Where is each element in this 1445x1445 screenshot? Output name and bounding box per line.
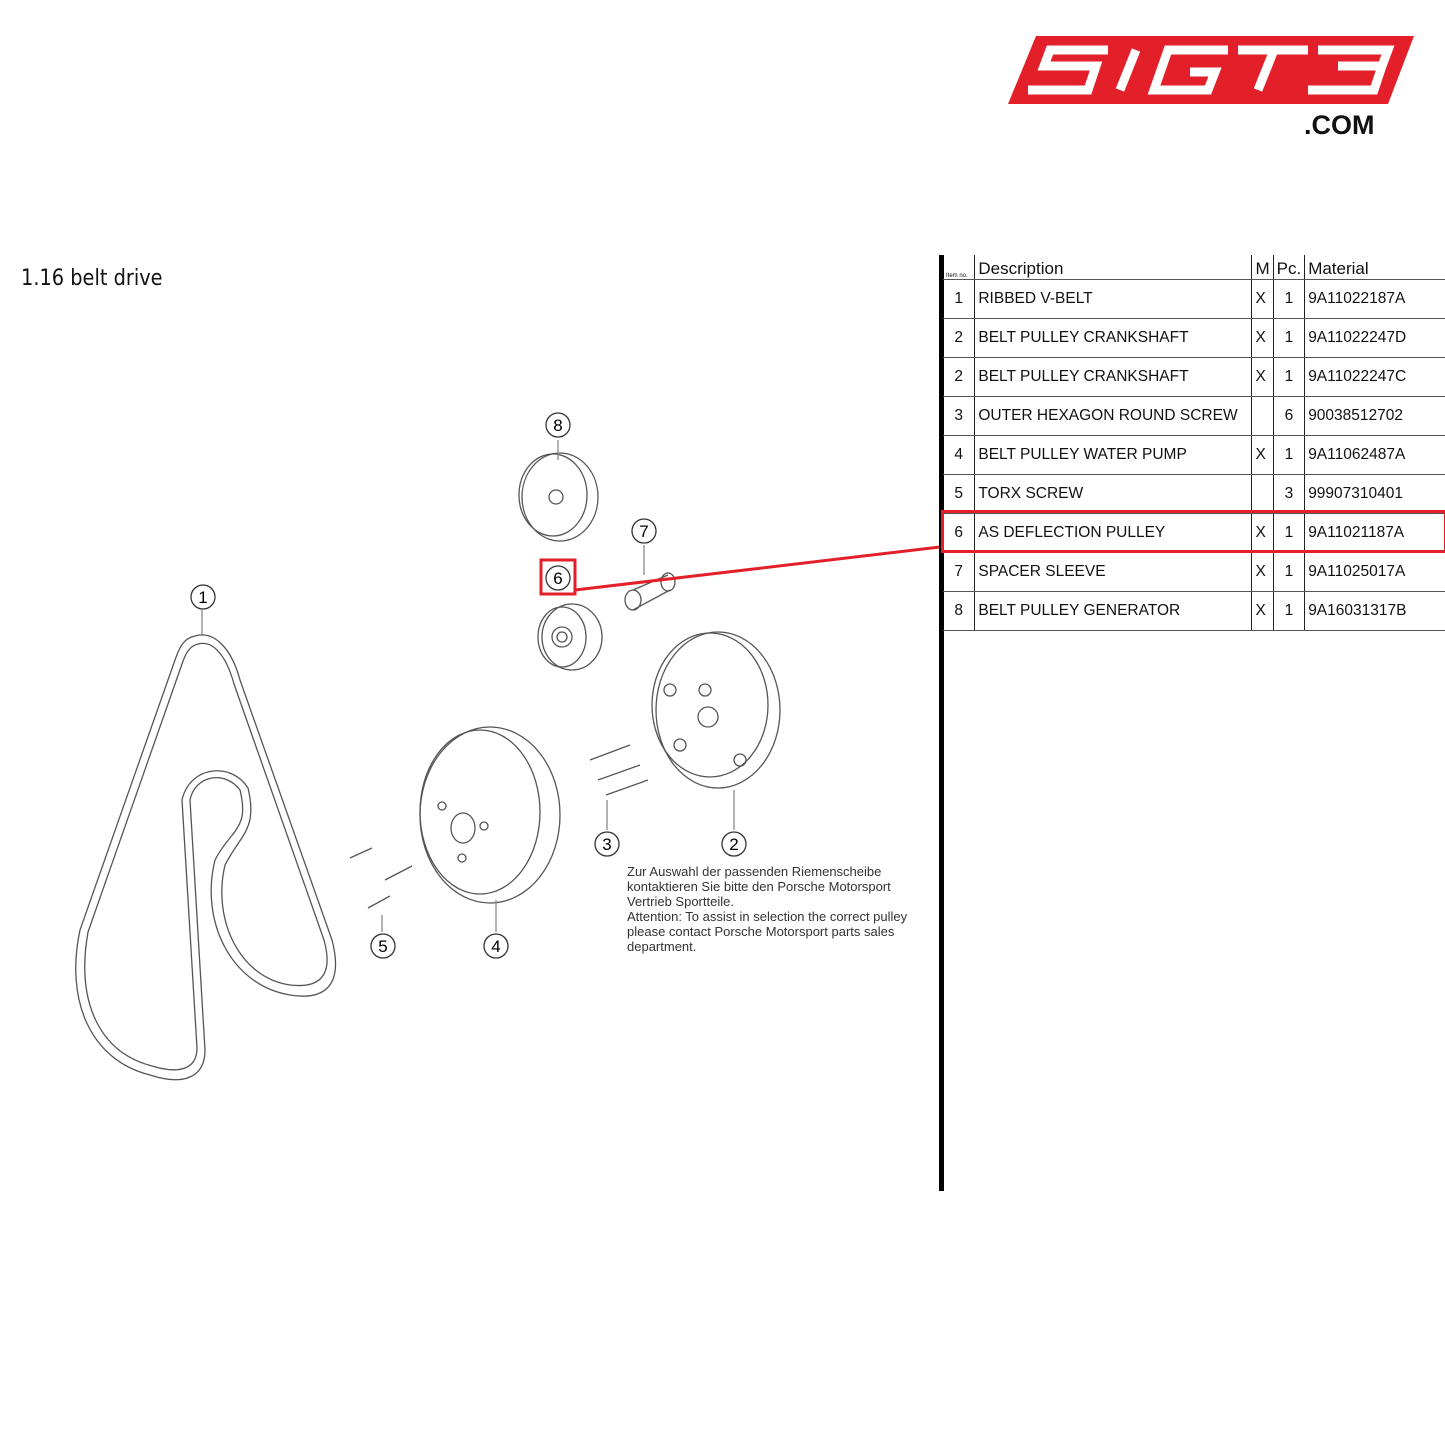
ribbed-belt-drawing (75, 634, 337, 1081)
cell-description: RIBBED V-BELT (974, 279, 1252, 319)
header-material: Material (1304, 255, 1445, 280)
cell-material-number: 9A11062487A (1304, 435, 1445, 475)
callout-4: 4 (491, 937, 500, 956)
cell-quantity: 1 (1272, 435, 1305, 475)
belt-drive-diagram: 1 2 3 4 5 6 7 8 (75, 412, 940, 1081)
cell-material-number: 9A11021187A (1304, 513, 1445, 553)
logo-domain-suffix: .COM (1304, 110, 1375, 140)
cell-m-flag: X (1251, 279, 1274, 319)
section-title: 1.16 belt drive (21, 266, 163, 291)
cell-m-flag: X (1251, 435, 1274, 475)
cell-description: OUTER HEXAGON ROUND SCREW (974, 396, 1252, 436)
cell-m-flag: X (1251, 357, 1274, 397)
cell-quantity: 1 (1272, 591, 1305, 631)
cell-item-no: 1 (943, 279, 975, 319)
cell-description: BELT PULLEY GENERATOR (974, 591, 1252, 631)
highlighted-row-box (941, 510, 1445, 553)
cell-m-flag (1251, 396, 1274, 436)
cell-m-flag: X (1251, 552, 1274, 592)
pulley-selection-note: Zur Auswahl der passenden Riemenscheibe … (627, 864, 907, 954)
cell-quantity: 1 (1272, 552, 1305, 592)
cell-description: TORX SCREW (974, 474, 1252, 514)
cell-item-no: 2 (943, 357, 975, 397)
crankshaft-pulley-drawing (651, 631, 781, 789)
cell-m-flag: X (1251, 318, 1274, 358)
cell-item-no: 7 (943, 552, 975, 592)
water-pump-pulley-drawing (419, 726, 561, 904)
note-line: department. (627, 939, 697, 954)
header-item-no: Item no. (943, 255, 975, 280)
cell-quantity: 3 (1272, 474, 1305, 514)
cell-quantity: 1 (1272, 513, 1305, 553)
callouts (190, 412, 747, 959)
cell-quantity: 6 (1272, 396, 1305, 436)
cell-description: BELT PULLEY CRANKSHAFT (974, 318, 1252, 358)
cell-description: AS DEFLECTION PULLEY (974, 513, 1252, 553)
cell-material-number: 9A16031317B (1304, 591, 1445, 631)
callout-2: 2 (729, 835, 738, 854)
note-line: Attention: To assist in selection the co… (627, 909, 908, 924)
header-m: M (1251, 255, 1274, 280)
cell-m-flag (1251, 474, 1274, 514)
note-line: please contact Porsche Motorsport parts … (627, 924, 895, 939)
cell-item-no: 4 (943, 435, 975, 475)
header-description: Description (974, 255, 1252, 280)
callout-7: 7 (639, 522, 648, 541)
cell-quantity: 1 (1272, 318, 1305, 358)
callout-1: 1 (198, 588, 207, 607)
cell-material-number: 9A11022247D (1304, 318, 1445, 358)
callout-8: 8 (553, 416, 562, 435)
cell-material-number: 99907310401 (1304, 474, 1445, 514)
cell-m-flag: X (1251, 591, 1274, 631)
deflection-pulley-drawing (537, 603, 603, 671)
cell-item-no: 5 (943, 474, 975, 514)
cell-description: BELT PULLEY CRANKSHAFT (974, 357, 1252, 397)
screws-drawing (349, 744, 649, 909)
cell-item-no: 3 (943, 396, 975, 436)
note-line: Vertrieb Sportteile. (627, 894, 734, 909)
callout-3: 3 (602, 835, 611, 854)
highlight-leader-line (574, 545, 940, 592)
cell-description: BELT PULLEY WATER PUMP (974, 435, 1252, 475)
table-divider (939, 255, 944, 1191)
callout-6-highlight (539, 558, 577, 596)
cell-quantity: 1 (1272, 357, 1305, 397)
cell-item-no: 8 (943, 591, 975, 631)
note-line: Zur Auswahl der passenden Riemenscheibe (627, 864, 882, 879)
table-header: Item no. Description M Pc. Material (943, 255, 1445, 280)
callout-6: 6 (553, 569, 562, 588)
cell-material-number: 90038512702 (1304, 396, 1445, 436)
callout-5: 5 (378, 937, 387, 956)
cell-material-number: 9A11022247C (1304, 357, 1445, 397)
cell-material-number: 9A11025017A (1304, 552, 1445, 592)
cell-description: SPACER SLEEVE (974, 552, 1252, 592)
cell-material-number: 9A11022187A (1304, 279, 1445, 319)
sigt3-logo (1008, 36, 1414, 104)
generator-pulley-drawing (518, 452, 599, 542)
header-pc: Pc. (1272, 255, 1305, 280)
note-line: kontaktieren Sie bitte den Porsche Motor… (627, 879, 891, 894)
cell-quantity: 1 (1272, 279, 1305, 319)
cell-item-no: 2 (943, 318, 975, 358)
